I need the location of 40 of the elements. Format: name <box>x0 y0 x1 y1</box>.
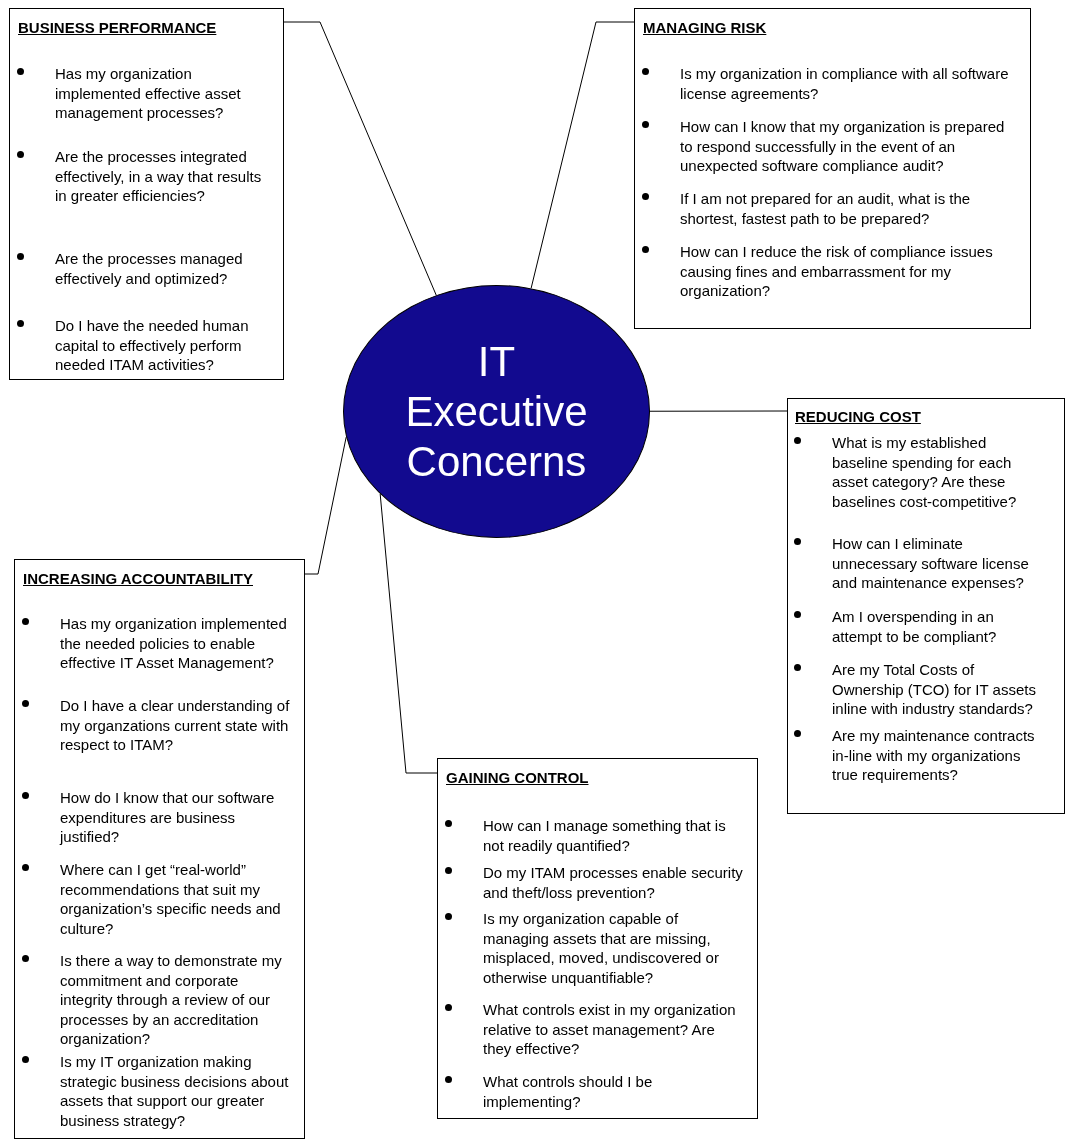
connector-line <box>379 493 438 774</box>
bullet-item: What is my established baseline spending for each asset category? Are these baselines cost-competitive? <box>794 433 1044 511</box>
bullet-item: How do I know that our software expenditures are business justified? <box>22 788 292 847</box>
bullet-item: Do I have a clear understanding of my organzations current state with respect to ITAM? <box>22 696 292 755</box>
bullet-item: Are the processes integrated effectively, in a way that results in greater efficiencies? <box>17 147 270 206</box>
bullet-item: Are the processes managed effectively and optimized? <box>17 249 270 288</box>
bullet-item: What controls exist in my organization relative to asset management? Are they effective? <box>445 1000 745 1059</box>
bullet-item: Are my Total Costs of Ownership (TCO) for IT assets inline with industry standards? <box>794 660 1044 719</box>
box-heading: BUSINESS PERFORMANCE <box>18 19 217 36</box>
center-title: IT Executive Concerns <box>404 336 589 487</box>
box-heading: GAINING CONTROL <box>446 769 589 786</box>
bullet-item: Is my IT organization making strategic business decisions about assets that support our greater business strategy? <box>22 1052 292 1130</box>
bullet-item: How can I reduce the risk of compliance issues causing fines and embarrassment for my organization? <box>642 242 1020 301</box>
concern-box <box>14 559 305 1139</box>
bullet-item: Am I overspending in an attempt to be compliant? <box>794 607 1044 646</box>
bullet-item: How can I eliminate unnecessary software license and maintenance expenses? <box>794 534 1044 593</box>
bullet-item: What controls should I be implementing? <box>445 1072 745 1111</box>
box-heading: MANAGING RISK <box>643 19 767 36</box>
bullet-item: Are my maintenance contracts in-line with my organizations true requirements? <box>794 726 1044 785</box>
box-heading: INCREASING ACCOUNTABILITY <box>23 570 253 587</box>
bullet-item: How can I know that my organization is prepared to respond successfully in the event of an unexpected software compliance audit? <box>642 117 1020 176</box>
bullet-item: How can I manage something that is not readily quantified? <box>445 816 745 855</box>
bullet-item: Do my ITAM processes enable security and theft/loss prevention? <box>445 863 745 902</box>
connector-line <box>304 436 347 575</box>
bullet-item: Where can I get “real-world” recommendations that suit my organization’s specific needs and culture? <box>22 860 292 938</box>
connector-line <box>649 410 788 412</box>
bullet-item: If I am not prepared for an audit, what is the shortest, fastest path to be prepared? <box>642 189 1020 228</box>
bullet-item: Do I have the needed human capital to effectively perform needed ITAM activities? <box>17 316 270 375</box>
connector-line <box>530 21 635 289</box>
bullet-item: Is my organization in compliance with all software license agreements? <box>642 64 1020 103</box>
bullet-item: Is my organization capable of managing assets that are missing, misplaced, moved, undiscovered or otherwise unquantifiable? <box>445 909 745 987</box>
connector-line <box>283 21 437 296</box>
bullet-item: Is there a way to demonstrate my commitment and corporate integrity through a review of our processes by an accreditation organization? <box>22 951 292 1049</box>
concern-box <box>787 398 1065 814</box>
concern-box <box>9 8 284 380</box>
concern-box <box>437 758 758 1119</box>
bullet-item: Has my organization implemented effective asset management processes? <box>17 64 270 123</box>
concern-box <box>634 8 1031 329</box>
bullet-item: Has my organization implemented the needed policies to enable effective IT Asset Management? <box>22 614 292 673</box>
box-heading: REDUCING COST <box>795 408 921 425</box>
